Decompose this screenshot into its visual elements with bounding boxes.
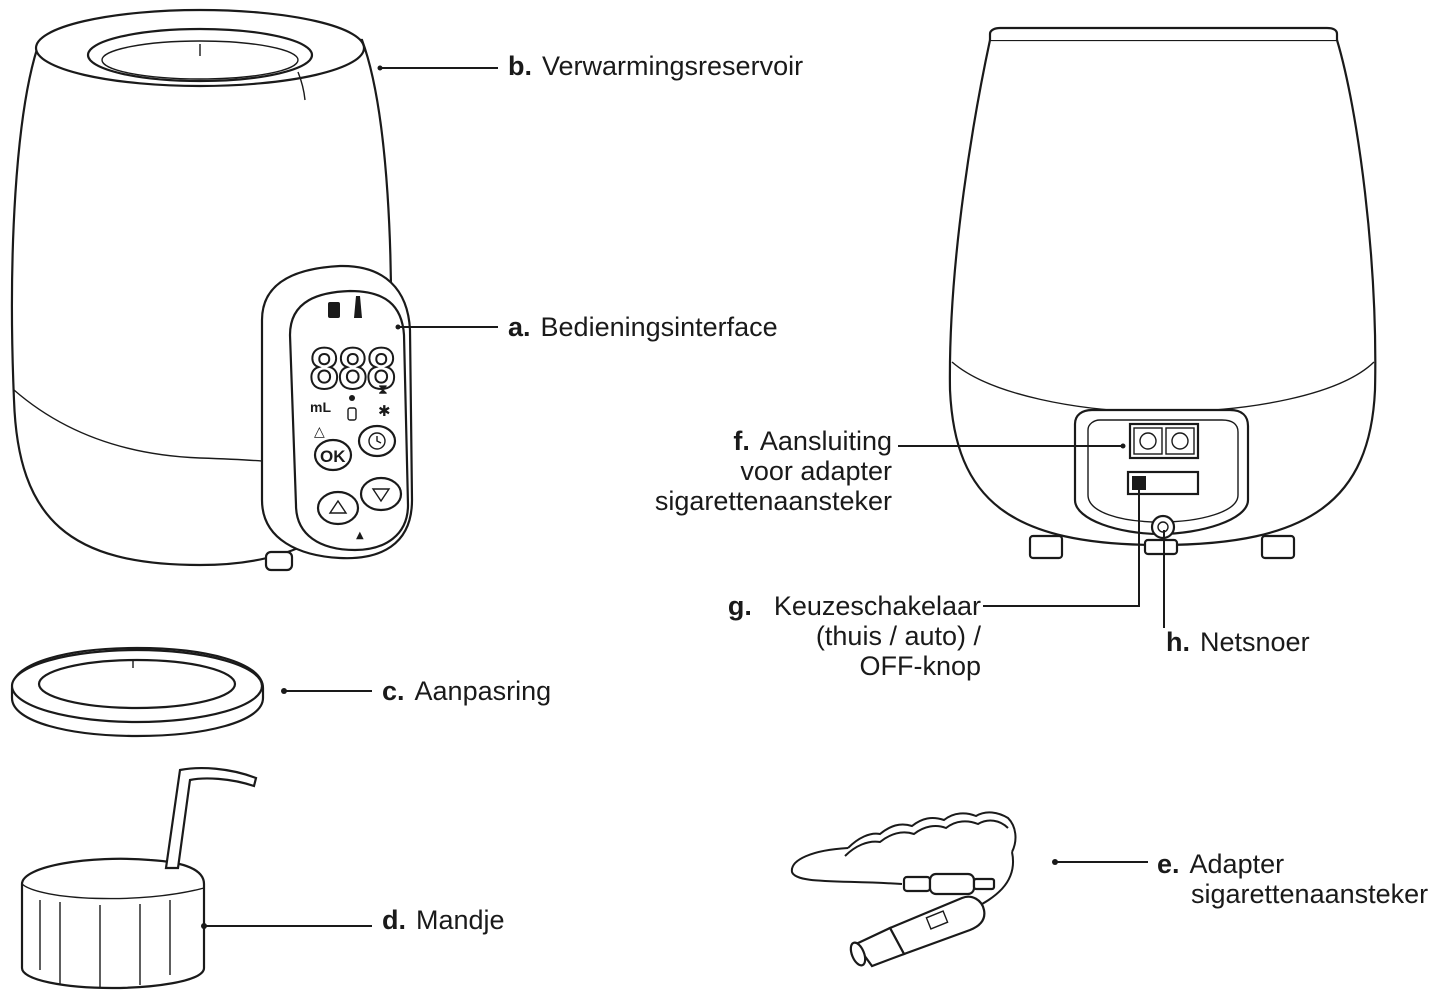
label-c-letter: c. <box>382 676 405 706</box>
hourglass-icon: ⧗ <box>378 382 388 398</box>
label-b: b. Verwarmingsreservoir <box>508 51 803 81</box>
clock-icon <box>368 432 386 450</box>
label-e: e. Adapter sigarettenaansteker <box>1157 849 1428 909</box>
selector-switch[interactable] <box>1126 470 1200 496</box>
car-adapter <box>790 811 1017 968</box>
bottle-icon <box>354 296 362 318</box>
label-f-line2: voor adapter <box>740 456 892 486</box>
basket <box>20 766 258 990</box>
flame-icon: △ <box>314 424 325 440</box>
down-button[interactable] <box>359 476 403 512</box>
label-e-line1: Adapter <box>1189 849 1285 879</box>
label-h: h. Netsnoer <box>1166 627 1310 657</box>
label-f-line1: Aansluiting <box>759 426 892 456</box>
label-g-line2: (thuis / auto) / <box>815 621 981 651</box>
up-arrow-icon <box>328 499 348 514</box>
label-d: d. Mandje <box>382 905 505 935</box>
label-h-text: Netsnoer <box>1200 627 1310 657</box>
drop-icon: ▲ <box>356 530 364 541</box>
label-d-letter: d. <box>382 905 406 935</box>
ok-button-label: OK <box>320 447 346 466</box>
thumb-icon <box>328 302 340 318</box>
label-a-text: Bedieningsinterface <box>540 312 778 342</box>
label-g-line3: OFF-knop <box>859 651 981 681</box>
label-b-letter: b. <box>508 51 532 81</box>
label-c: c. Aanpasring <box>382 676 551 706</box>
adapter-ring <box>10 646 265 738</box>
bottle-warmer-rear <box>948 26 1377 560</box>
label-h-letter: h. <box>1166 627 1190 657</box>
label-c-text: Aanpasring <box>414 676 552 706</box>
label-a: a. Bedieningsinterface <box>508 312 778 342</box>
label-f: f. Aansluiting voor adapter sigarettenaan… <box>655 426 892 516</box>
label-d-text: Mandje <box>416 905 505 935</box>
leader-lines <box>201 65 1165 929</box>
bottle-warmer-front: 888 mL ⧗ ✱ △ OK <box>10 8 414 572</box>
adapter-socket <box>1128 422 1200 460</box>
control-panel: 888 mL ⧗ ✱ △ OK <box>260 264 414 560</box>
ml-unit-indicator: mL <box>310 399 331 415</box>
digit-display: 888 <box>308 338 395 401</box>
ok-button[interactable]: OK <box>313 438 353 472</box>
dot-indicator <box>349 395 355 401</box>
label-g-letter: g. <box>727 591 752 621</box>
label-a-letter: a. <box>508 312 531 342</box>
label-g-line1: Keuzeschakelaar <box>773 591 981 621</box>
label-f-line3: sigarettenaansteker <box>654 486 892 516</box>
up-button[interactable] <box>316 490 360 526</box>
label-e-line2: sigarettenaansteker <box>1191 879 1429 909</box>
timer-button[interactable] <box>357 424 397 458</box>
jar-indicator-icon <box>347 407 357 421</box>
label-g: g. Keuzeschakelaar (thuis / auto) / OFF-k… <box>728 591 981 681</box>
down-arrow-icon <box>371 488 391 503</box>
label-e-letter: e. <box>1157 849 1180 879</box>
snowflake-icon: ✱ <box>378 402 391 420</box>
label-f-letter: f. <box>733 426 750 456</box>
label-b-text: Verwarmingsreservoir <box>542 51 804 81</box>
